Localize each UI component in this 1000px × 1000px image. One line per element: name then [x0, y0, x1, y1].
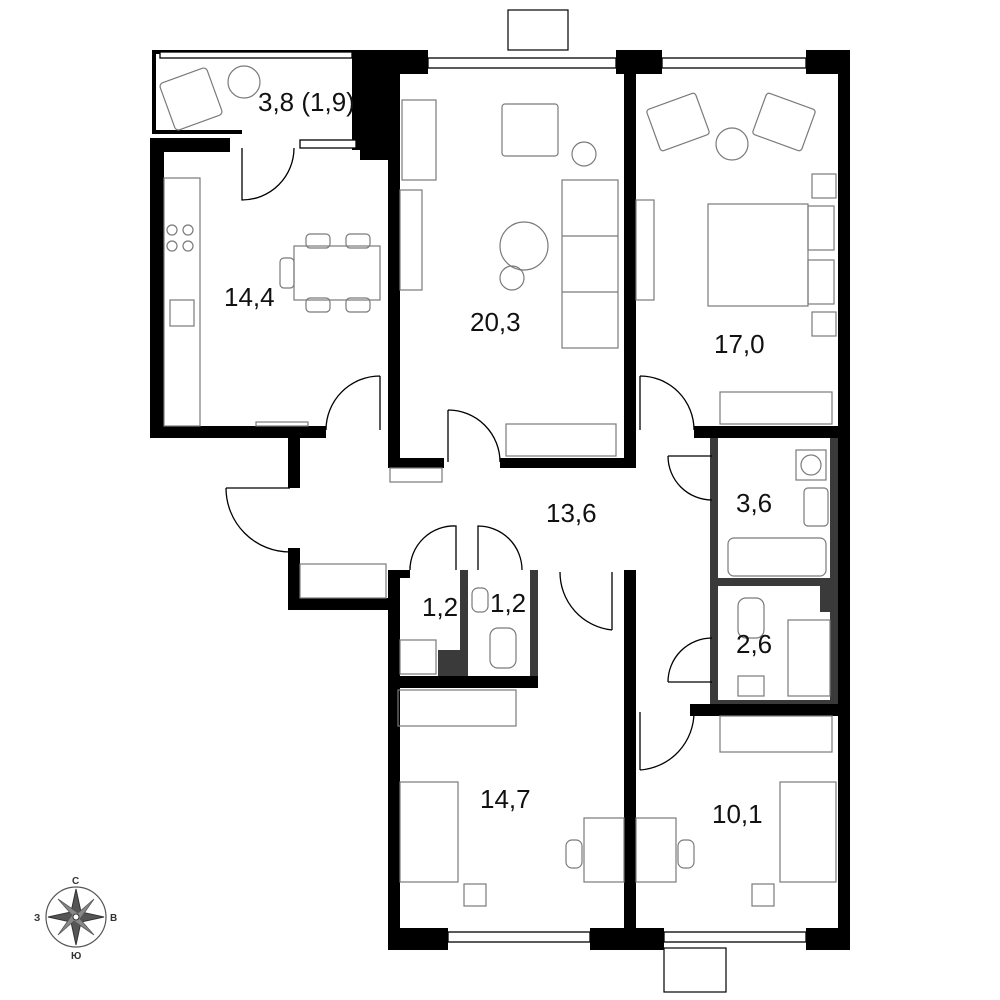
compass-south: Ю [71, 951, 81, 962]
doors [225, 147, 713, 771]
furniture [159, 65, 837, 907]
compass-west: З [34, 913, 40, 924]
room-area-toilet: 1,2 [490, 588, 526, 618]
room-area-hall: 13,6 [546, 498, 597, 528]
compass: С Ю З В [34, 876, 117, 962]
room-area-bathroom: 3,6 [736, 488, 772, 518]
room-area-living-room: 20,3 [470, 307, 521, 337]
room-area-bedroom-2: 14,7 [480, 784, 531, 814]
compass-east: В [110, 913, 117, 924]
compass-ring [45, 886, 107, 948]
room-area-balcony: 3,8 (1,9) [258, 87, 355, 117]
walls [150, 50, 850, 950]
room-area-bedroom-3: 10,1 [712, 799, 763, 829]
area-labels: 3,8 (1,9) 14,4 20,3 17,0 13,6 3,6 1,2 1,… [224, 87, 772, 829]
room-area-kitchen: 14,4 [224, 282, 275, 312]
windows [159, 51, 807, 943]
vent-shaft-bottom [663, 947, 727, 993]
compass-north: С [72, 876, 79, 887]
room-area-bedroom-1: 17,0 [714, 329, 765, 359]
vent-shaft-top [507, 9, 569, 51]
room-area-bathroom-2: 2,6 [736, 629, 772, 659]
room-area-storage: 1,2 [422, 592, 458, 622]
